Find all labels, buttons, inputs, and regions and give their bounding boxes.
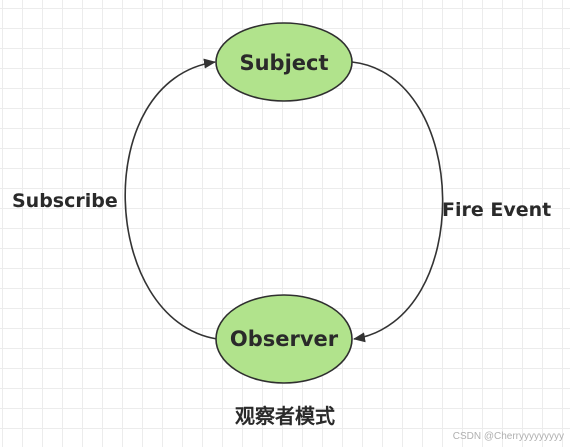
subject-node: Subject bbox=[215, 22, 353, 102]
watermark: CSDN @Cherryyyyyyyyy bbox=[452, 431, 564, 442]
subject-label: Subject bbox=[239, 51, 328, 75]
subscribe-label: Subscribe bbox=[12, 190, 118, 212]
observer-label: Observer bbox=[230, 327, 339, 351]
fire-event-arrow bbox=[351, 61, 444, 343]
diagram-caption: 观察者模式 bbox=[235, 404, 335, 428]
fire-event-label: Fire Event bbox=[442, 199, 552, 221]
subscribe-arrow bbox=[124, 58, 218, 340]
observer-node: Observer bbox=[215, 294, 353, 384]
